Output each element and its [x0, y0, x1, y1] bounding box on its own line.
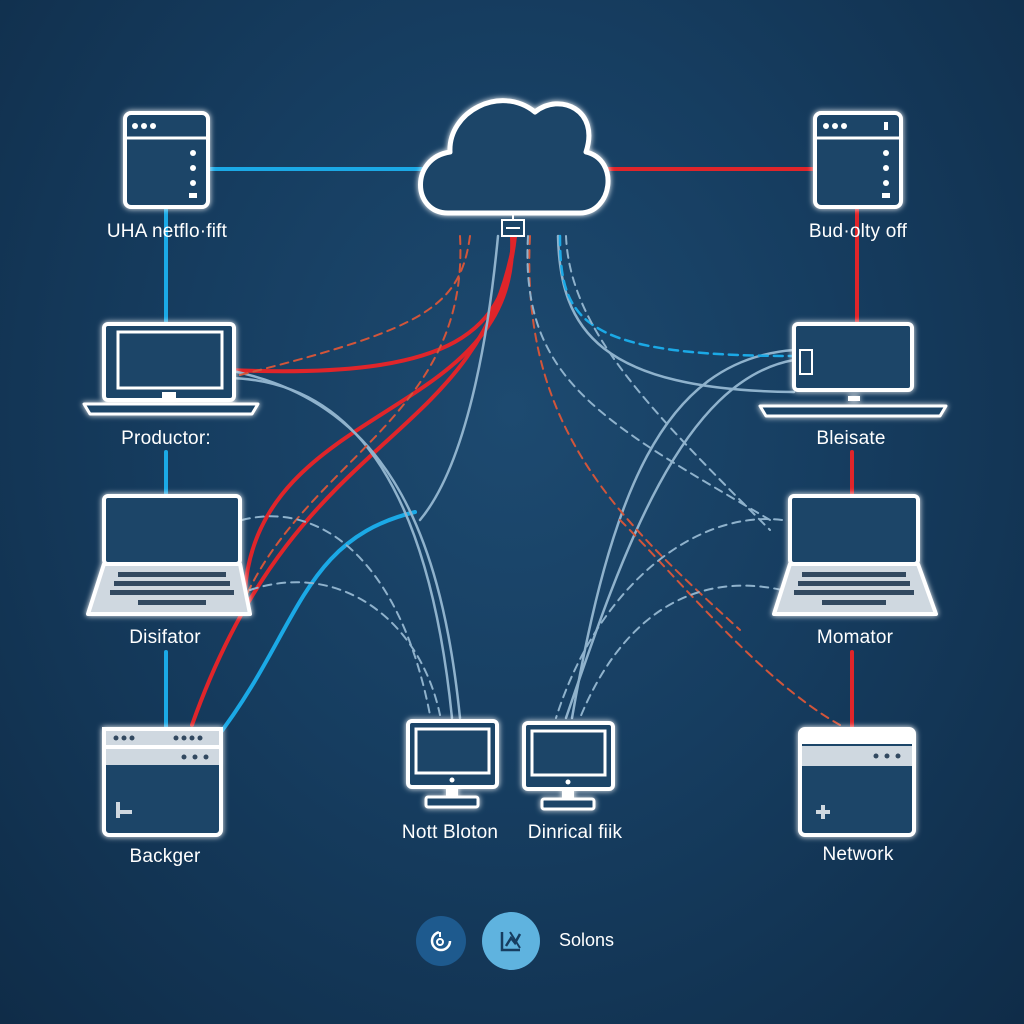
settings-circle-icon[interactable] — [416, 916, 466, 966]
label-left-laptop-1: Productor: — [121, 428, 211, 449]
link-pale-5 — [564, 358, 796, 720]
link-dashed-pale-3 — [526, 235, 771, 521]
server-window-icon — [813, 111, 903, 209]
link-pale-6 — [556, 234, 796, 394]
link-dashed-pale-1 — [241, 515, 431, 716]
link-blue-backger — [213, 510, 417, 742]
laptop-keyboard-icon — [772, 494, 938, 616]
cloud-icon — [418, 98, 611, 216]
link-dashed-orange-3 — [528, 235, 741, 631]
label-right-laptop-1: Bleisate — [816, 428, 886, 449]
link-dashed-orange-4 — [619, 519, 841, 726]
label-bottom-left-server: Backger — [129, 846, 201, 867]
desktop-monitor-icon — [522, 721, 615, 811]
link-pale-4 — [570, 348, 796, 720]
link-dashed-pale-5 — [579, 584, 783, 719]
connection-lines — [164, 167, 859, 742]
server-rack-icon — [102, 727, 223, 837]
cloud-connector-icon — [501, 212, 525, 237]
label-top-right-server: Bud·olty off — [808, 221, 908, 242]
laptop-keyboard-icon — [86, 494, 252, 616]
laptop-icon — [758, 322, 948, 418]
link-pale-2 — [226, 368, 462, 720]
label-top-left-server: UHA netflo·fift — [106, 221, 228, 242]
label-left-laptop-2: Disifator — [129, 627, 201, 648]
link-dashed-orange-1 — [227, 235, 471, 379]
link-cloud-red-to-backger — [190, 234, 517, 727]
link-dashed-pale-4 — [555, 518, 783, 719]
desktop-monitor-icon — [406, 719, 499, 809]
settings-glyph-icon — [430, 930, 452, 952]
label-center-monitor-1: Nott Bloton — [401, 822, 499, 843]
link-dashed-pale-6 — [565, 235, 771, 531]
link-cloud-red-to-laptop2 — [243, 234, 515, 592]
flow-glyph-icon — [500, 931, 522, 952]
flow-circle-icon[interactable] — [482, 912, 540, 970]
server-window-icon — [123, 111, 210, 209]
label-right-laptop-2: Momator — [816, 627, 894, 648]
legend-label: Solons — [559, 930, 615, 950]
link-pale-3 — [418, 234, 500, 522]
link-dashed-blue-right — [558, 234, 796, 358]
server-rack-icon — [798, 727, 916, 837]
label-center-monitor-2: Dinrical fiik — [527, 822, 623, 843]
label-bottom-right-server: Network — [822, 844, 894, 865]
link-dashed-pale-2 — [249, 581, 441, 716]
link-dashed-orange-2 — [239, 235, 462, 611]
laptop-icon — [82, 322, 260, 416]
